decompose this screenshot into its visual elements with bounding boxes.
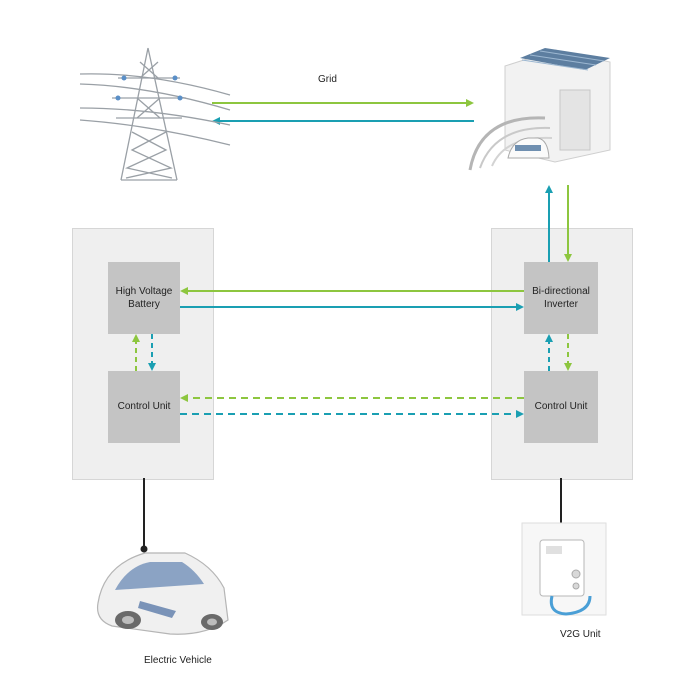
- wall-charger-icon: [521, 522, 607, 616]
- v2g-unit-label: V2G Unit: [560, 629, 601, 640]
- charger-control-unit-label: Control Unit: [534, 401, 588, 413]
- inverter-label-line1: Bi-directional: [532, 285, 590, 297]
- vehicle-cable-end: [140, 545, 148, 553]
- vehicle-control-unit-label: Control Unit: [117, 401, 171, 413]
- battery-label-line1: High Voltage: [115, 285, 173, 297]
- transmission-tower-icon: [79, 47, 231, 181]
- inverter-box: Bi-directional Inverter: [524, 262, 598, 334]
- solar-building-icon: [468, 48, 611, 171]
- electric-car-icon: [96, 552, 229, 635]
- charger-control-unit-box: Control Unit: [524, 371, 598, 443]
- battery-box: High Voltage Battery: [108, 262, 180, 334]
- inverter-label-line2: Inverter: [544, 299, 578, 310]
- electric-vehicle-label: Electric Vehicle: [144, 655, 212, 666]
- battery-label-line2: Battery: [128, 299, 160, 310]
- vehicle-control-unit-box: Control Unit: [108, 371, 180, 443]
- grid-label: Grid: [318, 74, 337, 85]
